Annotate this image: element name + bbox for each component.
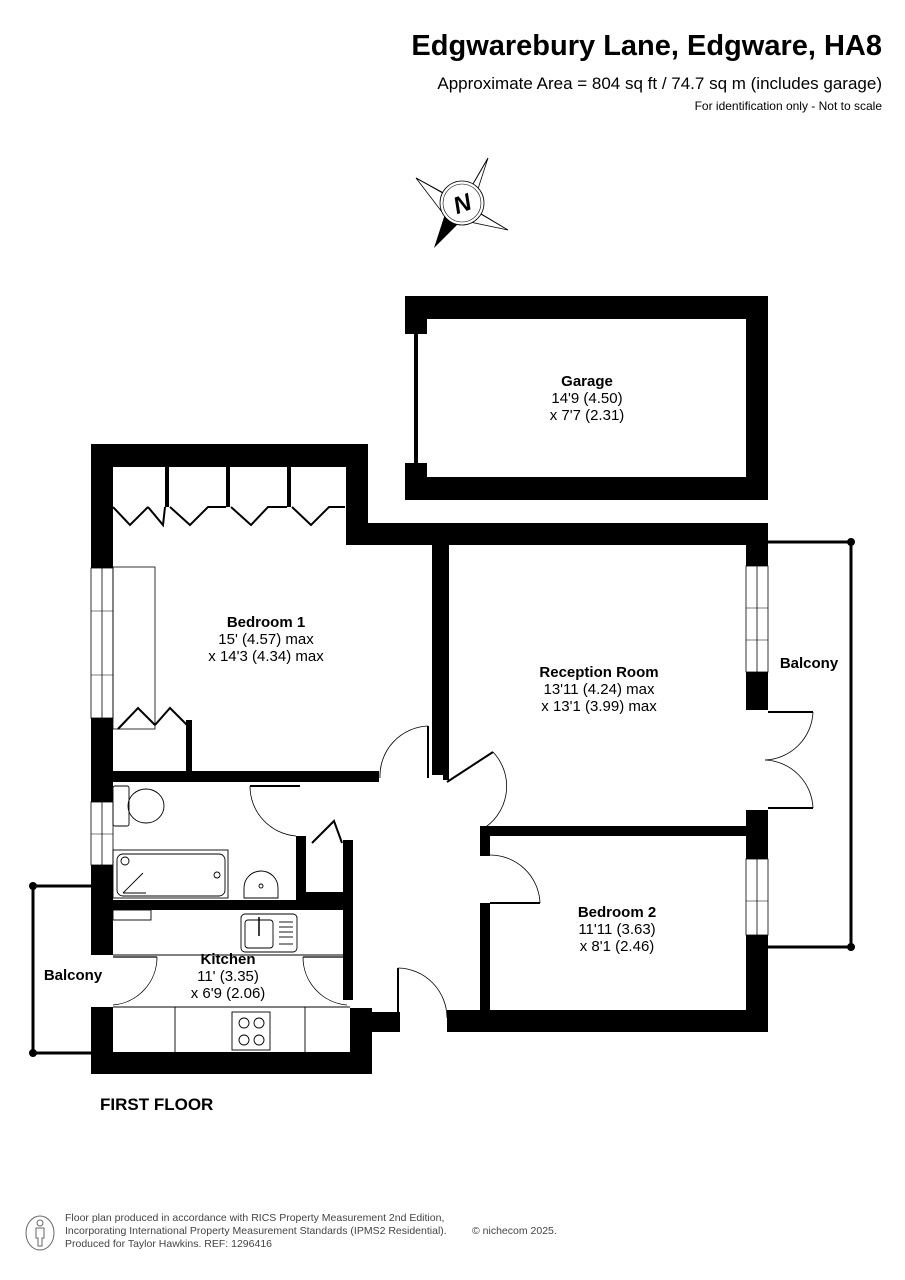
compass-north-icon: N bbox=[415, 157, 509, 248]
room-name: Reception Room bbox=[539, 664, 659, 681]
flat-walls bbox=[90, 444, 769, 1074]
kitchen-fixtures bbox=[112, 909, 350, 1052]
room-name: Balcony bbox=[43, 967, 103, 984]
room-name: Balcony bbox=[779, 655, 839, 672]
garage-walls bbox=[405, 296, 768, 500]
bathroom-fixtures bbox=[112, 785, 279, 899]
approximate-area: Approximate Area = 804 sq ft / 74.7 sq m… bbox=[437, 74, 882, 93]
floor-label: FIRST FLOOR bbox=[100, 1095, 214, 1114]
room-dimension: x 13'1 (3.99) max bbox=[541, 698, 657, 715]
room-garage: Garage 14'9 (4.50) x 7'7 (2.31) bbox=[550, 373, 625, 424]
room-dimension: 11' (3.35) bbox=[197, 968, 259, 985]
room-dimension: x 6'9 (2.06) bbox=[190, 985, 266, 1002]
wardrobe-doors bbox=[112, 467, 345, 730]
room-balcony-left: Balcony bbox=[44, 967, 102, 984]
room-dimension: x 14'3 (4.34) max bbox=[208, 648, 324, 665]
room-dimension: x 7'7 (2.31) bbox=[549, 407, 625, 424]
property-title: Edgwarebury Lane, Edgware, HA8 bbox=[411, 30, 882, 62]
room-name: Bedroom 2 bbox=[577, 904, 657, 921]
room-bedroom-1: Bedroom 1 15' (4.57) max x 14'3 (4.34) m… bbox=[208, 614, 323, 665]
room-name: Garage bbox=[561, 373, 613, 390]
room-name: Kitchen bbox=[200, 951, 256, 968]
room-dimension: x 8'1 (2.46) bbox=[579, 938, 655, 955]
person-info-icon bbox=[25, 1215, 55, 1251]
room-dimension: 13'11 (4.24) max bbox=[543, 681, 655, 698]
balcony-right-rail bbox=[768, 538, 855, 951]
room-kitchen: Kitchen 11' (3.35) x 6'9 (2.06) bbox=[191, 951, 266, 1002]
room-reception: Reception Room 13'11 (4.24) max x 13'1 (… bbox=[539, 664, 658, 715]
room-bedroom-2: Bedroom 2 11'11 (3.63) x 8'1 (2.46) bbox=[578, 904, 656, 955]
footer-line: Incorporating International Property Mea… bbox=[65, 1225, 447, 1237]
copyright: © nichecom 2025. bbox=[472, 1225, 557, 1237]
footer-credits: Floor plan produced in accordance with R… bbox=[65, 1212, 447, 1251]
balcony-left-rail bbox=[29, 882, 91, 1057]
footer-line: Floor plan produced in accordance with R… bbox=[65, 1212, 445, 1224]
room-dimension: 15' (4.57) max bbox=[218, 631, 314, 648]
disclaimer: For identification only - Not to scale bbox=[694, 99, 882, 113]
footer-line: Produced for Taylor Hawkins. REF: 129641… bbox=[65, 1238, 272, 1250]
door-swings bbox=[112, 711, 814, 1019]
room-name: Bedroom 1 bbox=[226, 614, 306, 631]
room-dimension: 11'11 (3.63) bbox=[578, 921, 656, 938]
room-dimension: 14'9 (4.50) bbox=[551, 390, 623, 407]
room-balcony-right: Balcony bbox=[780, 655, 838, 672]
